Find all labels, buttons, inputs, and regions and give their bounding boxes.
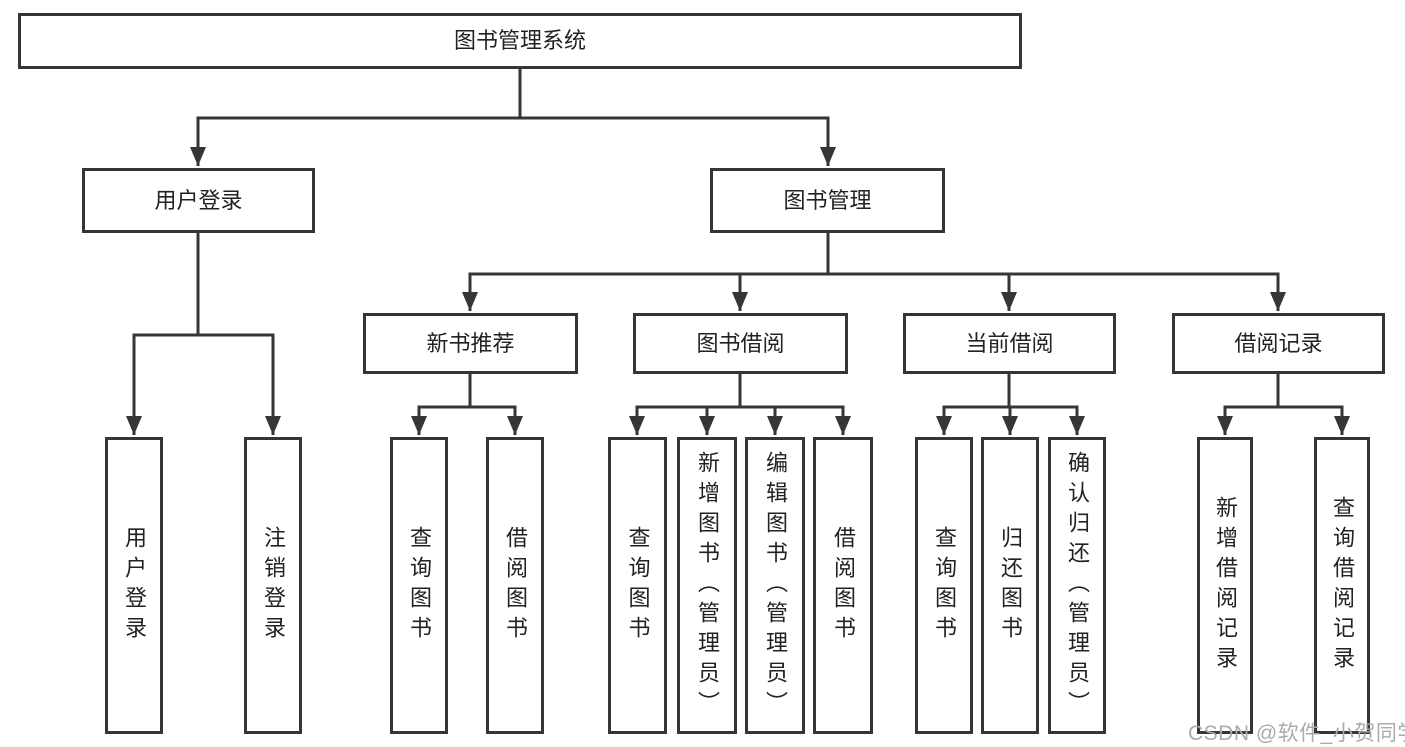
leaf-logout: 注销登录 <box>244 437 302 734</box>
bus-book-management <box>470 233 1278 276</box>
bus-book-borrowing <box>637 374 843 409</box>
leaf-current-confirm-return-admin: 确认归还（管理员） <box>1048 437 1106 734</box>
node-current-borrowing: 当前借阅 <box>903 313 1116 374</box>
leaf-current-query-books: 查询图书 <box>915 437 973 734</box>
bus-new-book <box>419 374 515 409</box>
bus-current-borrowing <box>944 374 1077 409</box>
node-borrowing-records: 借阅记录 <box>1172 313 1385 374</box>
csdn-watermark: CSDN @软件_小贺同学 <box>1188 722 1405 745</box>
leaf-newbook-borrow-books: 借阅图书 <box>486 437 544 734</box>
node-user-login: 用户登录 <box>82 168 315 233</box>
leaf-borrowing-borrow-books: 借阅图书 <box>813 437 873 734</box>
leaf-records-add-borrow-record: 新增借阅记录 <box>1197 437 1253 734</box>
node-library-management-system: 图书管理系统 <box>18 13 1022 69</box>
leaf-newbook-query-books: 查询图书 <box>390 437 448 734</box>
node-book-management: 图书管理 <box>710 168 945 233</box>
node-book-borrowing: 图书借阅 <box>633 313 848 374</box>
leaf-user-login: 用户登录 <box>105 437 163 734</box>
bus-borrowing-records <box>1225 374 1342 409</box>
leaf-borrowing-query-books: 查询图书 <box>608 437 667 734</box>
leaf-current-return-books: 归还图书 <box>981 437 1039 734</box>
leaf-borrowing-add-books-admin: 新增图书（管理员） <box>677 437 737 734</box>
leaf-borrowing-edit-books-admin: 编辑图书（管理员） <box>745 437 805 734</box>
bus-user-login <box>134 233 273 337</box>
leaf-records-query-borrow-record: 查询借阅记录 <box>1314 437 1370 734</box>
node-new-book-recommendation: 新书推荐 <box>363 313 578 374</box>
bus-root <box>198 69 828 120</box>
